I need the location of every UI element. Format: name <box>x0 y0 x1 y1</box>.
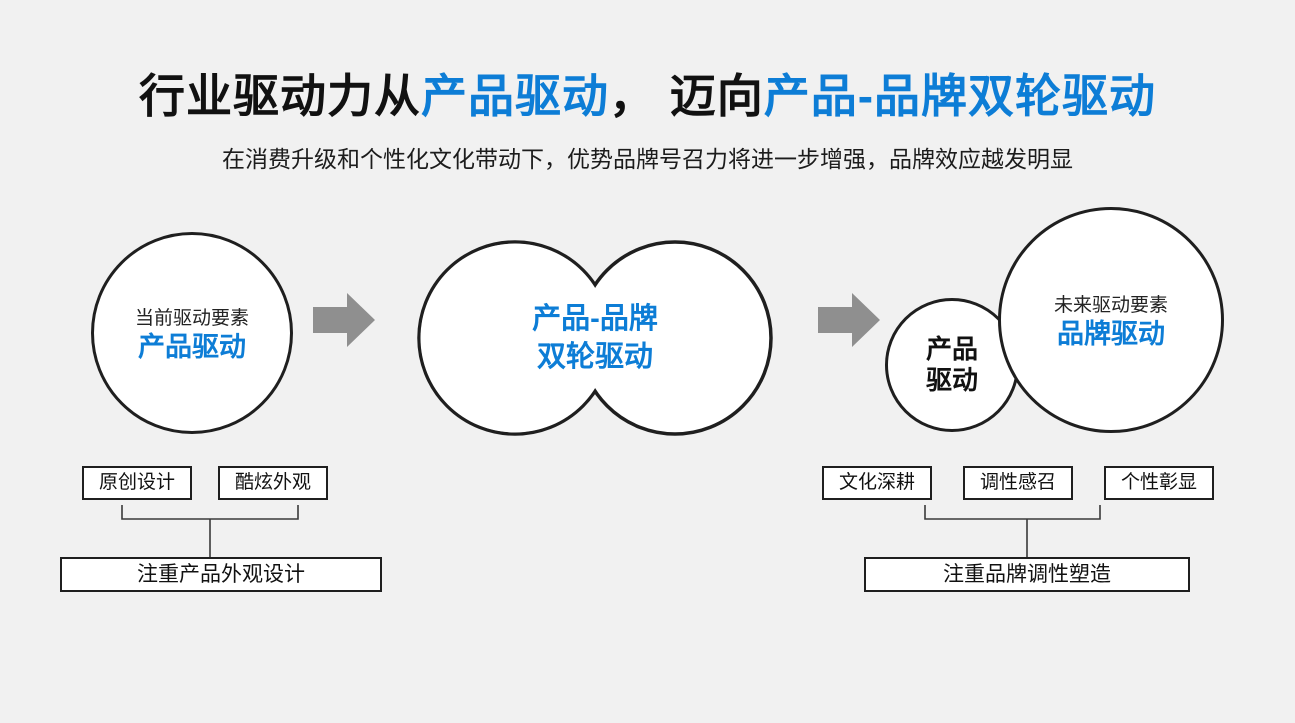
current-driver-circle: 当前驱动要素 产品驱动 <box>91 232 293 434</box>
title-segment-blue-2: 产品-品牌双轮驱动 <box>763 70 1157 122</box>
title-segment-black-1: 行业驱动力从 <box>138 70 421 122</box>
current-driver-label: 产品驱动 <box>138 331 246 362</box>
dual-drive-line1: 产品-品牌 <box>532 303 658 335</box>
product-drive-line2: 驱动 <box>925 365 978 395</box>
right-summary-box: 注重品牌调性塑造 <box>864 557 1190 592</box>
tag-tonality-appeal: 调性感召 <box>963 466 1074 500</box>
product-drive-line1: 产品 <box>925 334 978 364</box>
tag-culture-cultivation: 文化深耕 <box>822 466 933 500</box>
title-segment-blue-1: 产品驱动 <box>420 70 609 122</box>
tag-original-design: 原创设计 <box>82 466 193 500</box>
left-summary-box: 注重产品外观设计 <box>60 557 382 592</box>
page-title: 行业驱动力从产品驱动， 迈向产品-品牌双轮驱动 <box>0 60 1295 126</box>
left-bracket-connector <box>121 505 299 558</box>
subtitle: 在消费升级和个性化文化带动下，优势品牌号召力将进一步增强，品牌效应越发明显 <box>222 146 1073 172</box>
right-bracket-connector <box>924 505 1101 558</box>
current-driver-caption: 当前驱动要素 <box>134 307 249 329</box>
tag-cool-appearance: 酷炫外观 <box>218 466 329 500</box>
future-driver-caption: 未来驱动要素 <box>1053 294 1168 316</box>
future-driver-circle: 未来驱动要素 品牌驱动 <box>998 207 1224 433</box>
tag-individuality: 个性彰显 <box>1104 466 1215 500</box>
dual-circle-shape <box>417 240 773 436</box>
future-driver-label: 品牌驱动 <box>1057 318 1165 349</box>
title-segment-black-2: ， 迈向 <box>608 70 764 122</box>
dual-drive-label: 产品-品牌 双轮驱动 <box>480 300 710 376</box>
arrow-right-icon <box>313 293 375 347</box>
arrow-right-icon <box>818 293 880 347</box>
dual-drive-line2: 双轮驱动 <box>536 341 653 373</box>
